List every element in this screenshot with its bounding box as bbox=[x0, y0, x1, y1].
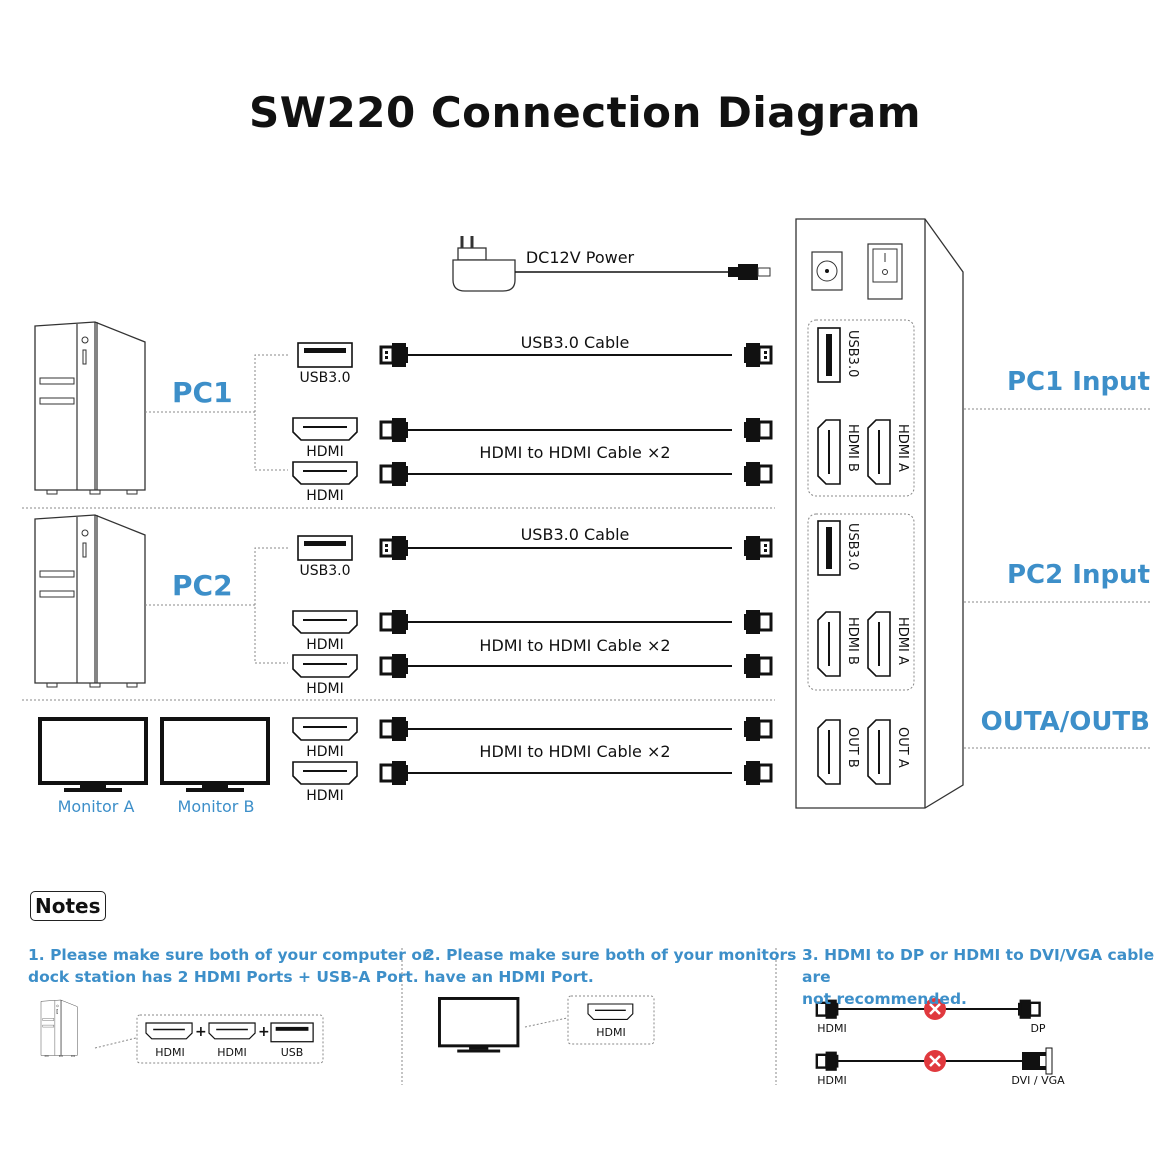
note3-dvi-vga-label: DVI / VGA bbox=[1011, 1074, 1065, 1087]
pc2-usb-label: USB3.0 bbox=[299, 563, 351, 579]
pc1-connector-lines bbox=[22, 354, 1150, 749]
pc1-hdmi-port-icon bbox=[292, 461, 358, 485]
note-1-text: 1. Please make sure both of your compute… bbox=[28, 946, 430, 986]
pc1-usb-label: USB3.0 bbox=[299, 370, 351, 386]
not-recommended-icon bbox=[922, 1048, 948, 1074]
note1-tower-icon bbox=[40, 999, 78, 1057]
note1-hdmi-label: HDMI bbox=[217, 1046, 247, 1059]
page-title: SW220 Connection Diagram bbox=[248, 88, 922, 137]
pc2-tower-icon bbox=[34, 514, 146, 688]
notes-heading: Notes bbox=[30, 891, 106, 921]
pc2-hdmi-label: HDMI bbox=[306, 681, 344, 697]
pc1-hdmi-cable-2 bbox=[379, 460, 773, 488]
pc1-hdmi-port-icon bbox=[292, 417, 358, 441]
note-3-text: 3. HDMI to DP or HDMI to DVI/VGA cable a… bbox=[802, 946, 1155, 1008]
pc2-hdmi-cable-1 bbox=[379, 608, 773, 636]
note2-hdmi-label: HDMI bbox=[596, 1026, 626, 1039]
monitor-b-icon bbox=[160, 717, 270, 794]
pc2-hdmi-port-icon bbox=[292, 654, 358, 678]
sw-pc1-usb-label: USB3.0 bbox=[845, 330, 860, 378]
pc2-hdmi-port-icon bbox=[292, 610, 358, 634]
pc1-hdmi-label: HDMI bbox=[306, 444, 344, 460]
note-2-text: 2. Please make sure both of your monitor… bbox=[424, 946, 797, 986]
note2-monitor-icon bbox=[438, 996, 520, 1054]
note3-hdmi-label: HDMI bbox=[817, 1022, 847, 1035]
plus-sign: + bbox=[258, 1024, 270, 1040]
pc1-usb-port-icon bbox=[297, 342, 353, 368]
note3-hdmi-dp-cable bbox=[815, 996, 1041, 1022]
note3-hdmi-dvi-cable bbox=[815, 1047, 1053, 1075]
pc1-usb-cable bbox=[379, 341, 773, 369]
pc2-usb-cable bbox=[379, 534, 773, 562]
pc2-hdmi-label: HDMI bbox=[306, 637, 344, 653]
monitor-b-label: Monitor B bbox=[177, 797, 255, 816]
monitor-hdmi-port-icon bbox=[292, 761, 358, 785]
monitor-hdmi-cable-label: HDMI to HDMI Cable ×2 bbox=[479, 742, 671, 761]
pc1-label: PC1 bbox=[172, 376, 233, 409]
pc2-usb-port-icon bbox=[297, 535, 353, 561]
pc1-input-label: PC1 Input bbox=[1006, 367, 1150, 397]
note1-hdmi-label: HDMI bbox=[155, 1046, 185, 1059]
out-label: OUTA/OUTB bbox=[980, 707, 1150, 737]
monitor-hdmi-cable-1 bbox=[379, 715, 773, 743]
pc1-usb-cable-label: USB3.0 Cable bbox=[520, 333, 630, 352]
monitor-hdmi-cable-2 bbox=[379, 759, 773, 787]
pc1-tower-icon bbox=[34, 321, 146, 495]
monitor-hdmi-label: HDMI bbox=[306, 744, 344, 760]
pc2-input-label: PC2 Input bbox=[1006, 560, 1150, 590]
pc2-hdmi-cable-2 bbox=[379, 652, 773, 680]
note3-dp-label: DP bbox=[1030, 1022, 1046, 1035]
plus-sign: + bbox=[195, 1024, 207, 1040]
pc2-label: PC2 bbox=[172, 569, 233, 602]
pc2-usb-cable-label: USB3.0 Cable bbox=[520, 525, 630, 544]
sw220-switch-device bbox=[795, 218, 964, 809]
note3-hdmi-label: HDMI bbox=[817, 1074, 847, 1087]
pc1-hdmi-label: HDMI bbox=[306, 488, 344, 504]
power-adapter-icon bbox=[452, 236, 771, 292]
monitor-hdmi-port-icon bbox=[292, 717, 358, 741]
monitor-a-icon bbox=[38, 717, 148, 794]
power-cable-label: DC12V Power bbox=[525, 248, 635, 267]
pc1-hdmi-cable-1 bbox=[379, 416, 773, 444]
pc1-hdmi-cable-label: HDMI to HDMI Cable ×2 bbox=[479, 443, 671, 462]
pc2-hdmi-cable-label: HDMI to HDMI Cable ×2 bbox=[479, 636, 671, 655]
monitor-hdmi-label: HDMI bbox=[306, 788, 344, 804]
monitor-a-label: Monitor A bbox=[57, 797, 135, 816]
note1-usb-label: USB bbox=[280, 1046, 304, 1059]
